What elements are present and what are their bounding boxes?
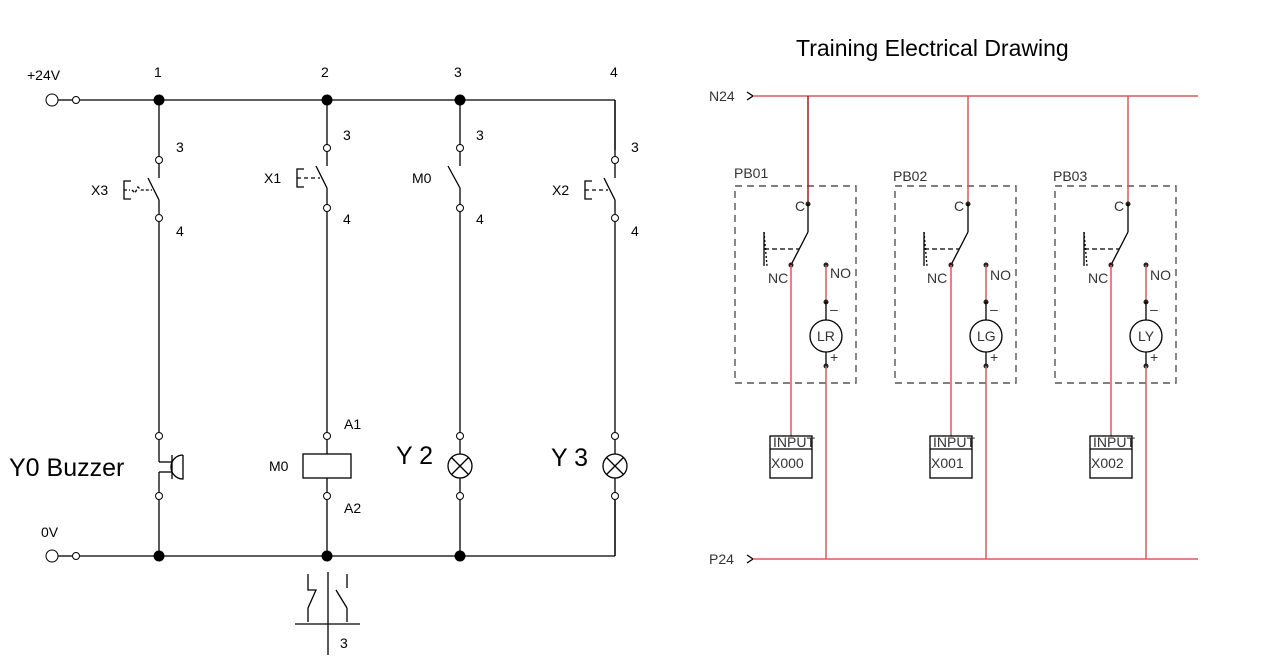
switch-blade <box>603 177 616 201</box>
pin-c: C <box>954 198 964 214</box>
terminal-label: 4 <box>631 223 639 239</box>
lamp-label: LR <box>817 328 835 344</box>
supply-bottom-terminal <box>45 549 59 563</box>
lamp-icon <box>447 453 473 479</box>
drawing-title: Training Electrical Drawing <box>796 35 1069 61</box>
pin-nc: NC <box>768 270 788 286</box>
bottom-rail <box>45 500 616 563</box>
plc-input-box <box>769 435 813 479</box>
rail-n24-label: N24 <box>709 88 735 104</box>
lamp-plus: + <box>830 349 838 365</box>
input-address: X001 <box>931 455 964 471</box>
pin-nc: NC <box>927 270 947 286</box>
rung-1: X3 3 4 Y0 Buzzer <box>9 100 184 556</box>
buzzer-icon <box>159 454 184 480</box>
wiring-diagram: N24 P24 PB01 C NC NO – L <box>709 88 1198 567</box>
pin-no: NO <box>830 265 851 281</box>
coil-terminal-a1: A1 <box>344 416 361 432</box>
pin-c: C <box>1114 198 1124 214</box>
lamp-icon <box>602 453 628 479</box>
terminal-label: 3 <box>176 139 184 155</box>
supply-bottom-label: 0V <box>41 524 59 540</box>
rung-3: M0 3 4 Y 2 <box>396 100 484 556</box>
coil-terminal-a2: A2 <box>344 500 361 516</box>
terminal-label: 3 <box>631 139 639 155</box>
load-label-buzzer: Y0 Buzzer <box>9 454 124 482</box>
terminal-label: 4 <box>476 211 484 227</box>
input-address: X000 <box>771 455 804 471</box>
switch-blade <box>315 165 328 189</box>
pb-name: PB01 <box>734 165 768 181</box>
plc-input-box <box>929 435 973 479</box>
relay-contact-reference: 3 <box>295 572 360 655</box>
relay-coil-icon <box>302 453 352 479</box>
contact-label-m0: M0 <box>412 170 432 186</box>
rail-p24-label: P24 <box>709 551 734 567</box>
coil-label-m0: M0 <box>269 458 289 474</box>
switch-blade <box>147 177 160 201</box>
terminal-label: 4 <box>176 223 184 239</box>
contact-label-x3: X3 <box>91 182 108 198</box>
push-button-pb02: PB02 C NC NO – LG + <box>893 96 1017 559</box>
rung-number-4: 4 <box>610 64 618 80</box>
push-button-pb03: PB03 C NC NO – LY + <box>1053 96 1177 559</box>
input-header: INPUT <box>1093 434 1135 450</box>
pb-name: PB03 <box>1053 168 1087 184</box>
lamp-minus: – <box>830 301 838 317</box>
lamp-minus: – <box>990 301 998 317</box>
input-header: INPUT <box>933 434 975 450</box>
pin-nc: NC <box>1088 270 1108 286</box>
push-button-actuator-icon <box>584 180 608 200</box>
load-label-y2: Y 2 <box>396 442 433 470</box>
push-button-actuator-icon <box>123 180 152 200</box>
ladder-diagram: +24V 0V 1 2 3 4 <box>9 64 639 655</box>
pb-name: PB02 <box>893 168 927 184</box>
top-rail <box>45 93 616 150</box>
push-button-pb01: PB01 C NC NO – LR + <box>734 96 857 559</box>
contact-label-x2: X2 <box>552 182 569 198</box>
contact-label-x1: X1 <box>264 170 281 186</box>
lamp-plus: + <box>1150 349 1158 365</box>
push-button-actuator-icon <box>296 168 320 188</box>
terminal-label: 3 <box>476 127 484 143</box>
input-address: X002 <box>1091 455 1124 471</box>
pin-no: NO <box>1150 267 1171 283</box>
lamp-label: LY <box>1138 328 1155 344</box>
lamp-plus: + <box>990 349 998 365</box>
supply-top-label: +24V <box>27 67 61 83</box>
rung-4: X2 3 4 Y 3 <box>551 100 639 556</box>
rung-number-1: 1 <box>154 64 162 80</box>
contact-reference-number: 3 <box>340 635 348 651</box>
input-header: INPUT <box>773 434 815 450</box>
rung-number-2: 2 <box>321 64 329 80</box>
supply-top-terminal <box>45 93 59 107</box>
pin-no: NO <box>990 267 1011 283</box>
relay-contact-blade <box>447 165 461 189</box>
lamp-minus: – <box>1150 301 1158 317</box>
plc-input-box <box>1089 435 1133 479</box>
rung-number-3: 3 <box>454 64 462 80</box>
lamp-label: LG <box>977 328 996 344</box>
terminal-label: 3 <box>343 127 351 143</box>
load-label-y3: Y 3 <box>551 444 588 472</box>
rung-2: X1 3 4 M0 A1 A2 <box>264 100 361 556</box>
pin-c: C <box>795 198 805 214</box>
terminal-label: 4 <box>343 211 351 227</box>
